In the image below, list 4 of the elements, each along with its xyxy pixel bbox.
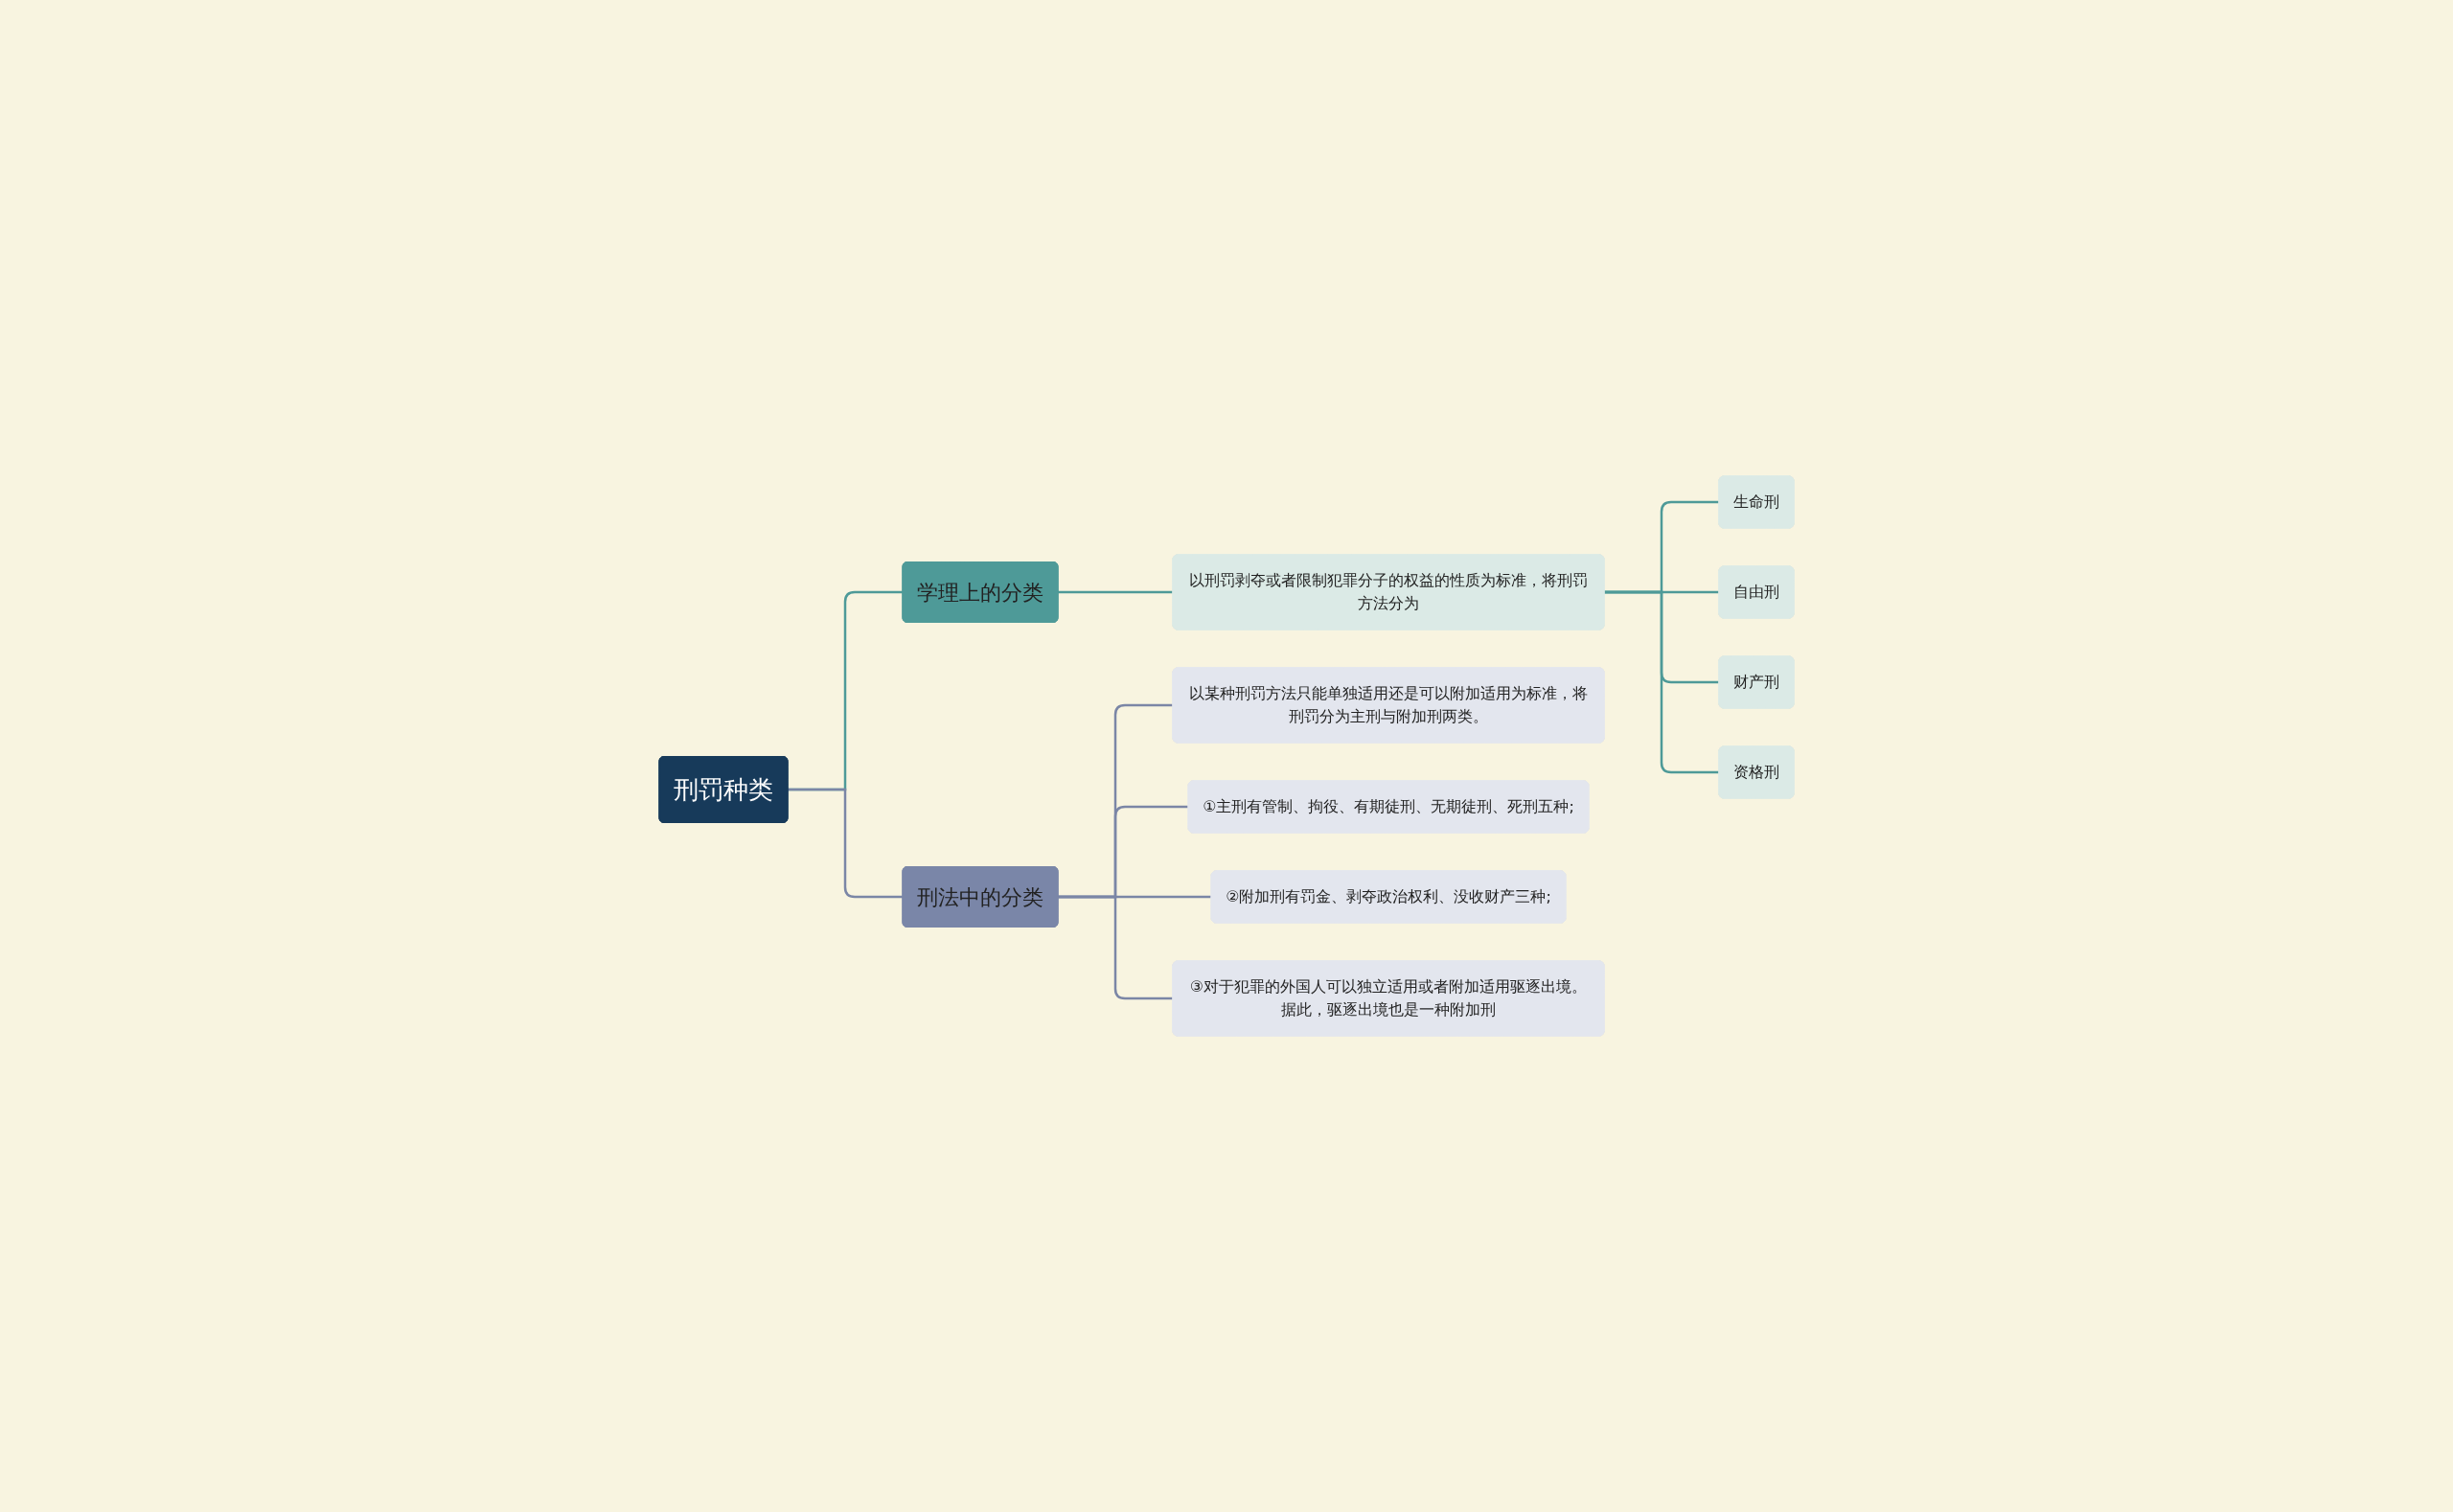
connector bbox=[1058, 590, 1173, 594]
connector bbox=[1058, 895, 1173, 1000]
connector bbox=[1604, 590, 1719, 774]
connector bbox=[788, 788, 903, 899]
